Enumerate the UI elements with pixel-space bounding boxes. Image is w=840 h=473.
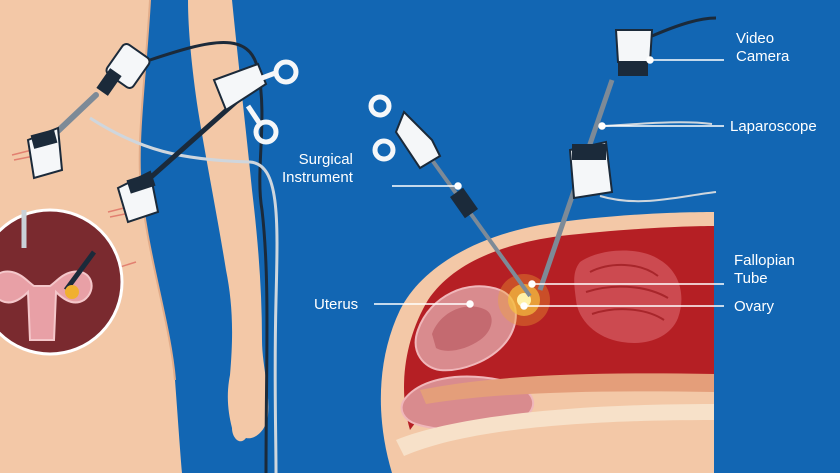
magnified-view: [0, 208, 124, 356]
laparoscope-right: [537, 16, 717, 291]
intestine-lines: [585, 263, 669, 321]
video-camera-label: Video Camera: [736, 30, 789, 66]
instrument-left: [116, 59, 299, 224]
ovary-label: Ovary: [734, 298, 775, 315]
muscle-layer: [420, 373, 714, 404]
laparoscope-left: [26, 43, 151, 180]
arm-skin: [188, 0, 269, 442]
video-camera-label-line2: Camera: [736, 48, 790, 65]
surgical-instrument-label-line1: Surgical: [298, 151, 353, 168]
right-panel: [368, 16, 724, 473]
surgical-instrument-label: Surgical Instrument: [282, 151, 353, 187]
laparoscope-label: Laparoscope: [730, 118, 817, 135]
video-camera-label-line1: Video: [736, 30, 775, 47]
left-panel: [0, 0, 299, 473]
surgical-instrument-label-line2: Instrument: [282, 169, 353, 186]
leader-lines: [374, 56, 724, 310]
uterus-label: Uterus: [314, 296, 359, 313]
surgical-instrument-right: [368, 94, 532, 298]
fallopian-tube-label: Fallopian Tube: [734, 252, 795, 288]
fallopian-tube-label-line2: Tube: [734, 270, 768, 287]
fallopian-tube-label-line1: Fallopian: [734, 252, 795, 269]
light-cable-left: [89, 116, 279, 473]
uterus-inner: [432, 306, 492, 351]
ovary-glow: [498, 274, 550, 326]
skin-layer: [396, 404, 714, 456]
